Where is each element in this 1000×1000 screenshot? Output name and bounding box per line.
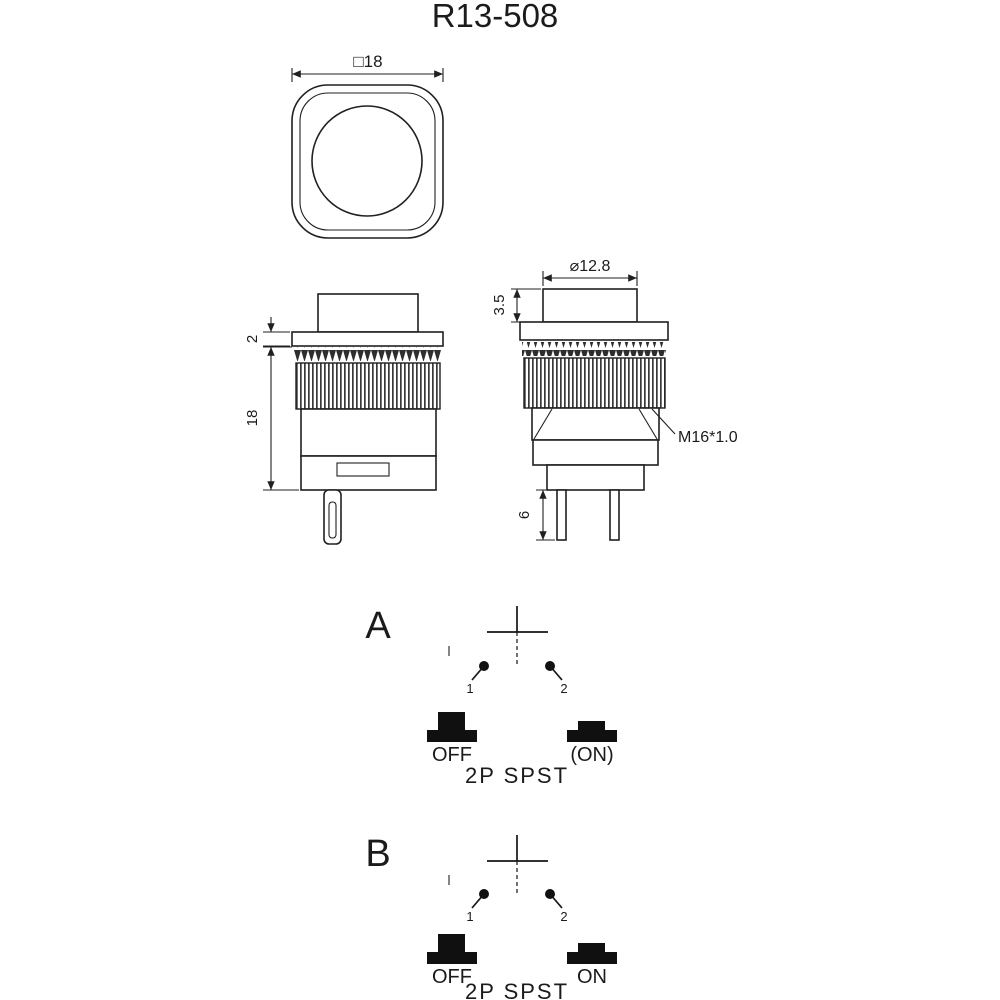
state-on-label: ON: [577, 966, 607, 988]
dim-body-18-label: 18: [244, 410, 261, 427]
state-off-label: OFF: [432, 966, 472, 988]
state-off-label: OFF: [432, 744, 472, 766]
button-icon-on-pressed: [567, 721, 617, 742]
terminal-1-label: 1: [466, 909, 473, 924]
circuit-a-label: A: [365, 605, 391, 647]
button-icon-on-pressed: [567, 943, 617, 964]
body-mid-side: [532, 439, 659, 466]
lead-1: [471, 893, 485, 909]
flange: [291, 331, 444, 347]
thread-spec-label: M16*1.0: [678, 429, 738, 446]
hex-facet-left: [533, 408, 553, 440]
button-face: [311, 105, 423, 217]
serrated-ring-side: [522, 342, 666, 356]
bezel-inner: [299, 92, 436, 231]
dim-pin-6: 6: [516, 489, 555, 541]
hex-nut: [531, 407, 660, 441]
state-on-label: (ON): [570, 744, 613, 766]
flange-side: [519, 321, 669, 341]
body-lower: [300, 455, 437, 491]
circuit-b-label: B: [365, 833, 390, 875]
dim-flange-2: 2: [244, 317, 290, 347]
dim-flange-2-label: 2: [244, 335, 261, 343]
thread-leader-line: [651, 408, 676, 435]
dim-cap-label: 3.5: [491, 295, 508, 316]
terminal-2-label: 2: [560, 681, 567, 696]
dim-square-18: □18: [291, 52, 444, 82]
terminal-lug: [323, 489, 342, 545]
dim-diameter-label: ⌀12.8: [570, 258, 611, 275]
pin-left: [556, 489, 567, 541]
body-upper: [300, 408, 437, 457]
dim-diameter-12-8: ⌀12.8: [542, 258, 638, 286]
lead-2: [549, 665, 563, 681]
circuit-a: A 1 2 OFF (ON) 2P SPST: [365, 605, 617, 788]
switch-type-label: 2P SPST: [465, 763, 569, 788]
button-cap-side: [542, 288, 638, 323]
dim-square-18-label: □18: [353, 52, 382, 71]
terminal-1-label: 1: [466, 681, 473, 696]
dim-body-18: 18: [244, 346, 299, 491]
button-icon-off: [427, 712, 477, 742]
body-collar-side: [546, 464, 645, 491]
circuit-b: B 1 2 OFF ON 2P SPST: [365, 833, 617, 1000]
side-view: ⌀12.8 3.5 6 M16*1.0: [491, 258, 738, 541]
knurled-nut: [295, 362, 441, 410]
body-slot: [336, 462, 390, 477]
front-view: 2 18: [244, 293, 444, 545]
terminal-2-label: 2: [560, 909, 567, 924]
switch-type-label: 2P SPST: [465, 979, 569, 1000]
dim-cap-3-5: 3.5: [491, 288, 541, 323]
hex-facet-right: [638, 408, 658, 440]
terminal-lug-hole: [328, 501, 337, 539]
dim-pin-label: 6: [516, 511, 533, 519]
serrated-ring: [294, 347, 441, 361]
lead-1: [471, 665, 485, 681]
page-title: R13-508: [432, 0, 559, 34]
thread-callout: M16*1.0: [651, 408, 738, 446]
knurled-nut-side: [523, 357, 666, 409]
button-cap: [317, 293, 419, 333]
lead-2: [549, 893, 563, 909]
pin-right: [609, 489, 620, 541]
button-icon-off: [427, 934, 477, 964]
top-view: □18: [291, 52, 444, 239]
